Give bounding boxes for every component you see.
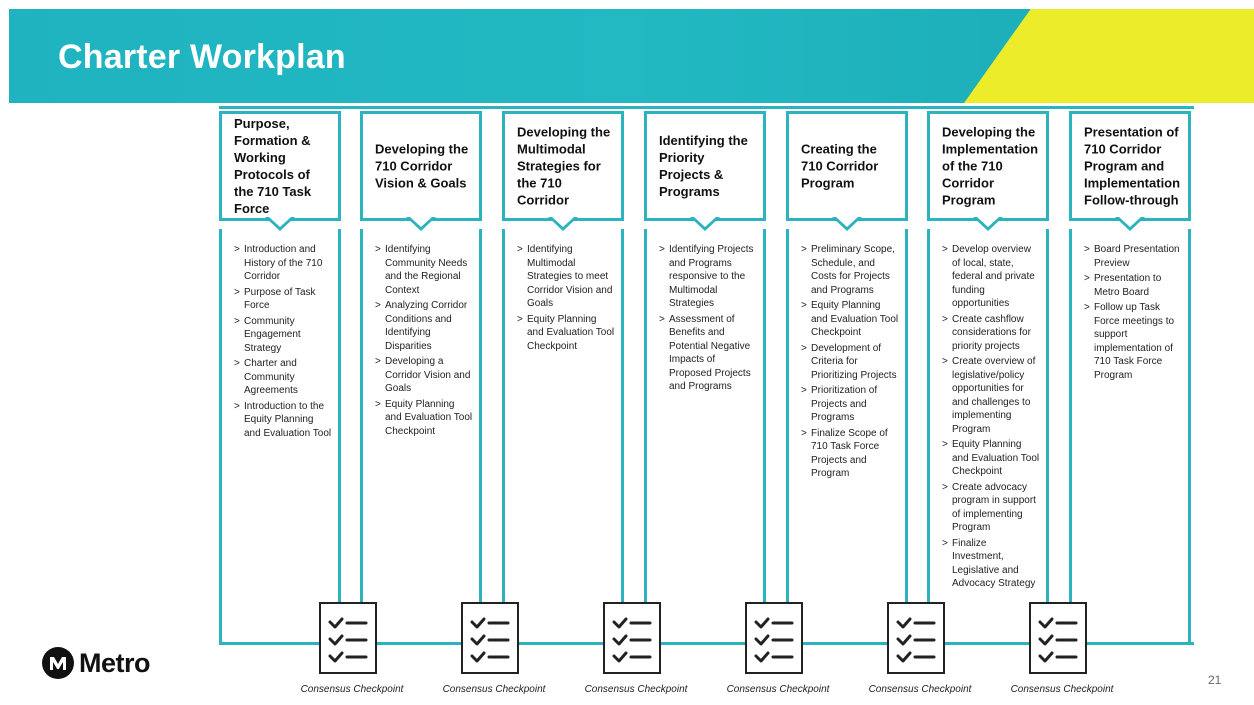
phase-heading-box: Presentation of 710 Corridor Program and… bbox=[1069, 111, 1191, 221]
top-rail bbox=[219, 106, 1194, 109]
phase-column: Presentation of 710 Corridor Program and… bbox=[1069, 111, 1191, 645]
checklist-icon bbox=[887, 602, 945, 674]
phase-heading: Developing the Implementation of the 710… bbox=[942, 124, 1039, 208]
chevron-down-icon-inner bbox=[1119, 217, 1141, 227]
checklist-icon bbox=[745, 602, 803, 674]
phase-body: Preliminary Scope, Schedule, and Costs f… bbox=[786, 229, 908, 645]
page-number: 21 bbox=[1208, 673, 1222, 687]
checklist-icon bbox=[461, 602, 519, 674]
phase-heading: Presentation of 710 Corridor Program and… bbox=[1084, 124, 1181, 208]
consensus-checkpoint: Consensus Checkpoint bbox=[860, 602, 980, 698]
phase-item-list: Introduction and History of the 710 Corr… bbox=[222, 229, 338, 440]
phase-item: Introduction to the Equity Planning and … bbox=[234, 400, 332, 441]
phase-item: Preliminary Scope, Schedule, and Costs f… bbox=[801, 243, 899, 297]
phase-item: Finalize Investment, Legislative and Adv… bbox=[942, 537, 1040, 591]
phase-item: Presentation to Metro Board bbox=[1084, 272, 1182, 299]
consensus-checkpoint: Consensus Checkpoint bbox=[292, 602, 412, 698]
metro-m-logo-icon bbox=[42, 647, 74, 679]
phase-item-list: Board Presentation PreviewPresentation t… bbox=[1072, 229, 1188, 382]
phase-body: Identifying Multimodal Strategies to mee… bbox=[502, 229, 624, 645]
phase-item: Follow up Task Force meetings to support… bbox=[1084, 301, 1182, 382]
phase-heading-box: Developing the Multimodal Strategies for… bbox=[502, 111, 624, 221]
phase-item: Introduction and History of the 710 Corr… bbox=[234, 243, 332, 284]
phase-heading-box: Purpose, Formation & Working Protocols o… bbox=[219, 111, 341, 221]
phase-item: Purpose of Task Force bbox=[234, 286, 332, 313]
chevron-down-icon-inner bbox=[269, 217, 291, 227]
consensus-checkpoint: Consensus Checkpoint bbox=[718, 602, 838, 698]
checklist-icon bbox=[1029, 602, 1087, 674]
consensus-checkpoint: Consensus Checkpoint bbox=[434, 602, 554, 698]
phase-column: Developing the 710 Corridor Vision & Goa… bbox=[360, 111, 482, 645]
phase-body: Identifying Community Needs and the Regi… bbox=[360, 229, 482, 645]
phase-item-list: Develop overview of local, state, federa… bbox=[930, 229, 1046, 591]
phase-column: Developing the Implementation of the 710… bbox=[927, 111, 1049, 645]
phase-item-list: Identifying Projects and Programs respon… bbox=[647, 229, 763, 394]
checkpoint-label: Consensus Checkpoint bbox=[1010, 684, 1114, 695]
phase-column: Creating the 710 Corridor ProgramPrelimi… bbox=[786, 111, 908, 645]
phase-item: Equity Planning and Evaluation Tool Chec… bbox=[375, 398, 473, 439]
phase-heading: Developing the Multimodal Strategies for… bbox=[517, 124, 611, 208]
chevron-down-icon-inner bbox=[694, 217, 716, 227]
phase-heading: Developing the 710 Corridor Vision & Goa… bbox=[375, 141, 469, 191]
checkpoint-label: Consensus Checkpoint bbox=[726, 684, 830, 695]
phase-item: Create advocacy program in support of im… bbox=[942, 481, 1040, 535]
phase-item: Equity Planning and Evaluation Tool Chec… bbox=[517, 313, 615, 354]
title-banner bbox=[9, 9, 1254, 103]
checkpoint-label: Consensus Checkpoint bbox=[300, 684, 404, 695]
chevron-down-icon-inner bbox=[552, 217, 574, 227]
banner-accent-shape bbox=[964, 9, 1254, 103]
metro-logo: Metro bbox=[42, 646, 151, 680]
checkpoint-label: Consensus Checkpoint bbox=[868, 684, 972, 695]
phase-item-list: Identifying Multimodal Strategies to mee… bbox=[505, 229, 621, 353]
phase-heading-box: Developing the 710 Corridor Vision & Goa… bbox=[360, 111, 482, 221]
metro-logo-text: Metro bbox=[79, 647, 151, 678]
phase-item: Community Engagement Strategy bbox=[234, 315, 332, 356]
phase-item: Developing a Corridor Vision and Goals bbox=[375, 355, 473, 396]
phase-body: Introduction and History of the 710 Corr… bbox=[219, 229, 341, 645]
phase-heading: Identifying the Priority Projects & Prog… bbox=[659, 133, 748, 199]
page-title: Charter Workplan bbox=[58, 38, 346, 76]
phase-heading-box: Creating the 710 Corridor Program bbox=[786, 111, 908, 221]
phase-column: Purpose, Formation & Working Protocols o… bbox=[219, 111, 341, 645]
phase-item: Identifying Community Needs and the Regi… bbox=[375, 243, 473, 297]
chevron-down-icon-inner bbox=[977, 217, 999, 227]
phase-heading-box: Developing the Implementation of the 710… bbox=[927, 111, 1049, 221]
checkpoint-label: Consensus Checkpoint bbox=[442, 684, 546, 695]
phase-item: Development of Criteria for Prioritizing… bbox=[801, 342, 899, 383]
phase-item: Charter and Community Agreements bbox=[234, 357, 332, 398]
phase-item: Develop overview of local, state, federa… bbox=[942, 243, 1040, 311]
phase-heading-box: Identifying the Priority Projects & Prog… bbox=[644, 111, 766, 221]
phase-item: Identifying Multimodal Strategies to mee… bbox=[517, 243, 615, 311]
chevron-down-icon-inner bbox=[410, 217, 432, 227]
phase-body: Board Presentation PreviewPresentation t… bbox=[1069, 229, 1191, 645]
phase-item: Prioritization of Projects and Programs bbox=[801, 384, 899, 425]
phase-heading: Purpose, Formation & Working Protocols o… bbox=[234, 116, 312, 216]
phase-item-list: Identifying Community Needs and the Regi… bbox=[363, 229, 479, 438]
checklist-icon bbox=[603, 602, 661, 674]
phase-item: Create overview of legislative/policy op… bbox=[942, 355, 1040, 436]
phase-body: Develop overview of local, state, federa… bbox=[927, 229, 1049, 645]
chevron-down-icon-inner bbox=[836, 217, 858, 227]
consensus-checkpoint: Consensus Checkpoint bbox=[576, 602, 696, 698]
phase-item: Equity Planning and Evaluation Tool Chec… bbox=[801, 299, 899, 340]
phase-item: Analyzing Corridor Conditions and Identi… bbox=[375, 299, 473, 353]
phase-item: Create cashflow considerations for prior… bbox=[942, 313, 1040, 354]
phase-item: Equity Planning and Evaluation Tool Chec… bbox=[942, 438, 1040, 479]
phase-body: Identifying Projects and Programs respon… bbox=[644, 229, 766, 645]
phase-heading: Creating the 710 Corridor Program bbox=[801, 141, 879, 191]
phase-column: Developing the Multimodal Strategies for… bbox=[502, 111, 624, 645]
consensus-checkpoint: Consensus Checkpoint bbox=[1002, 602, 1122, 698]
phase-item: Identifying Projects and Programs respon… bbox=[659, 243, 757, 311]
phase-item-list: Preliminary Scope, Schedule, and Costs f… bbox=[789, 229, 905, 481]
checkpoint-label: Consensus Checkpoint bbox=[584, 684, 688, 695]
bottom-rail bbox=[219, 642, 1194, 645]
phase-column: Identifying the Priority Projects & Prog… bbox=[644, 111, 766, 645]
phase-item: Board Presentation Preview bbox=[1084, 243, 1182, 270]
phase-item: Assessment of Benefits and Potential Neg… bbox=[659, 313, 757, 394]
phase-item: Finalize Scope of 710 Task Force Project… bbox=[801, 427, 899, 481]
checklist-icon bbox=[319, 602, 377, 674]
